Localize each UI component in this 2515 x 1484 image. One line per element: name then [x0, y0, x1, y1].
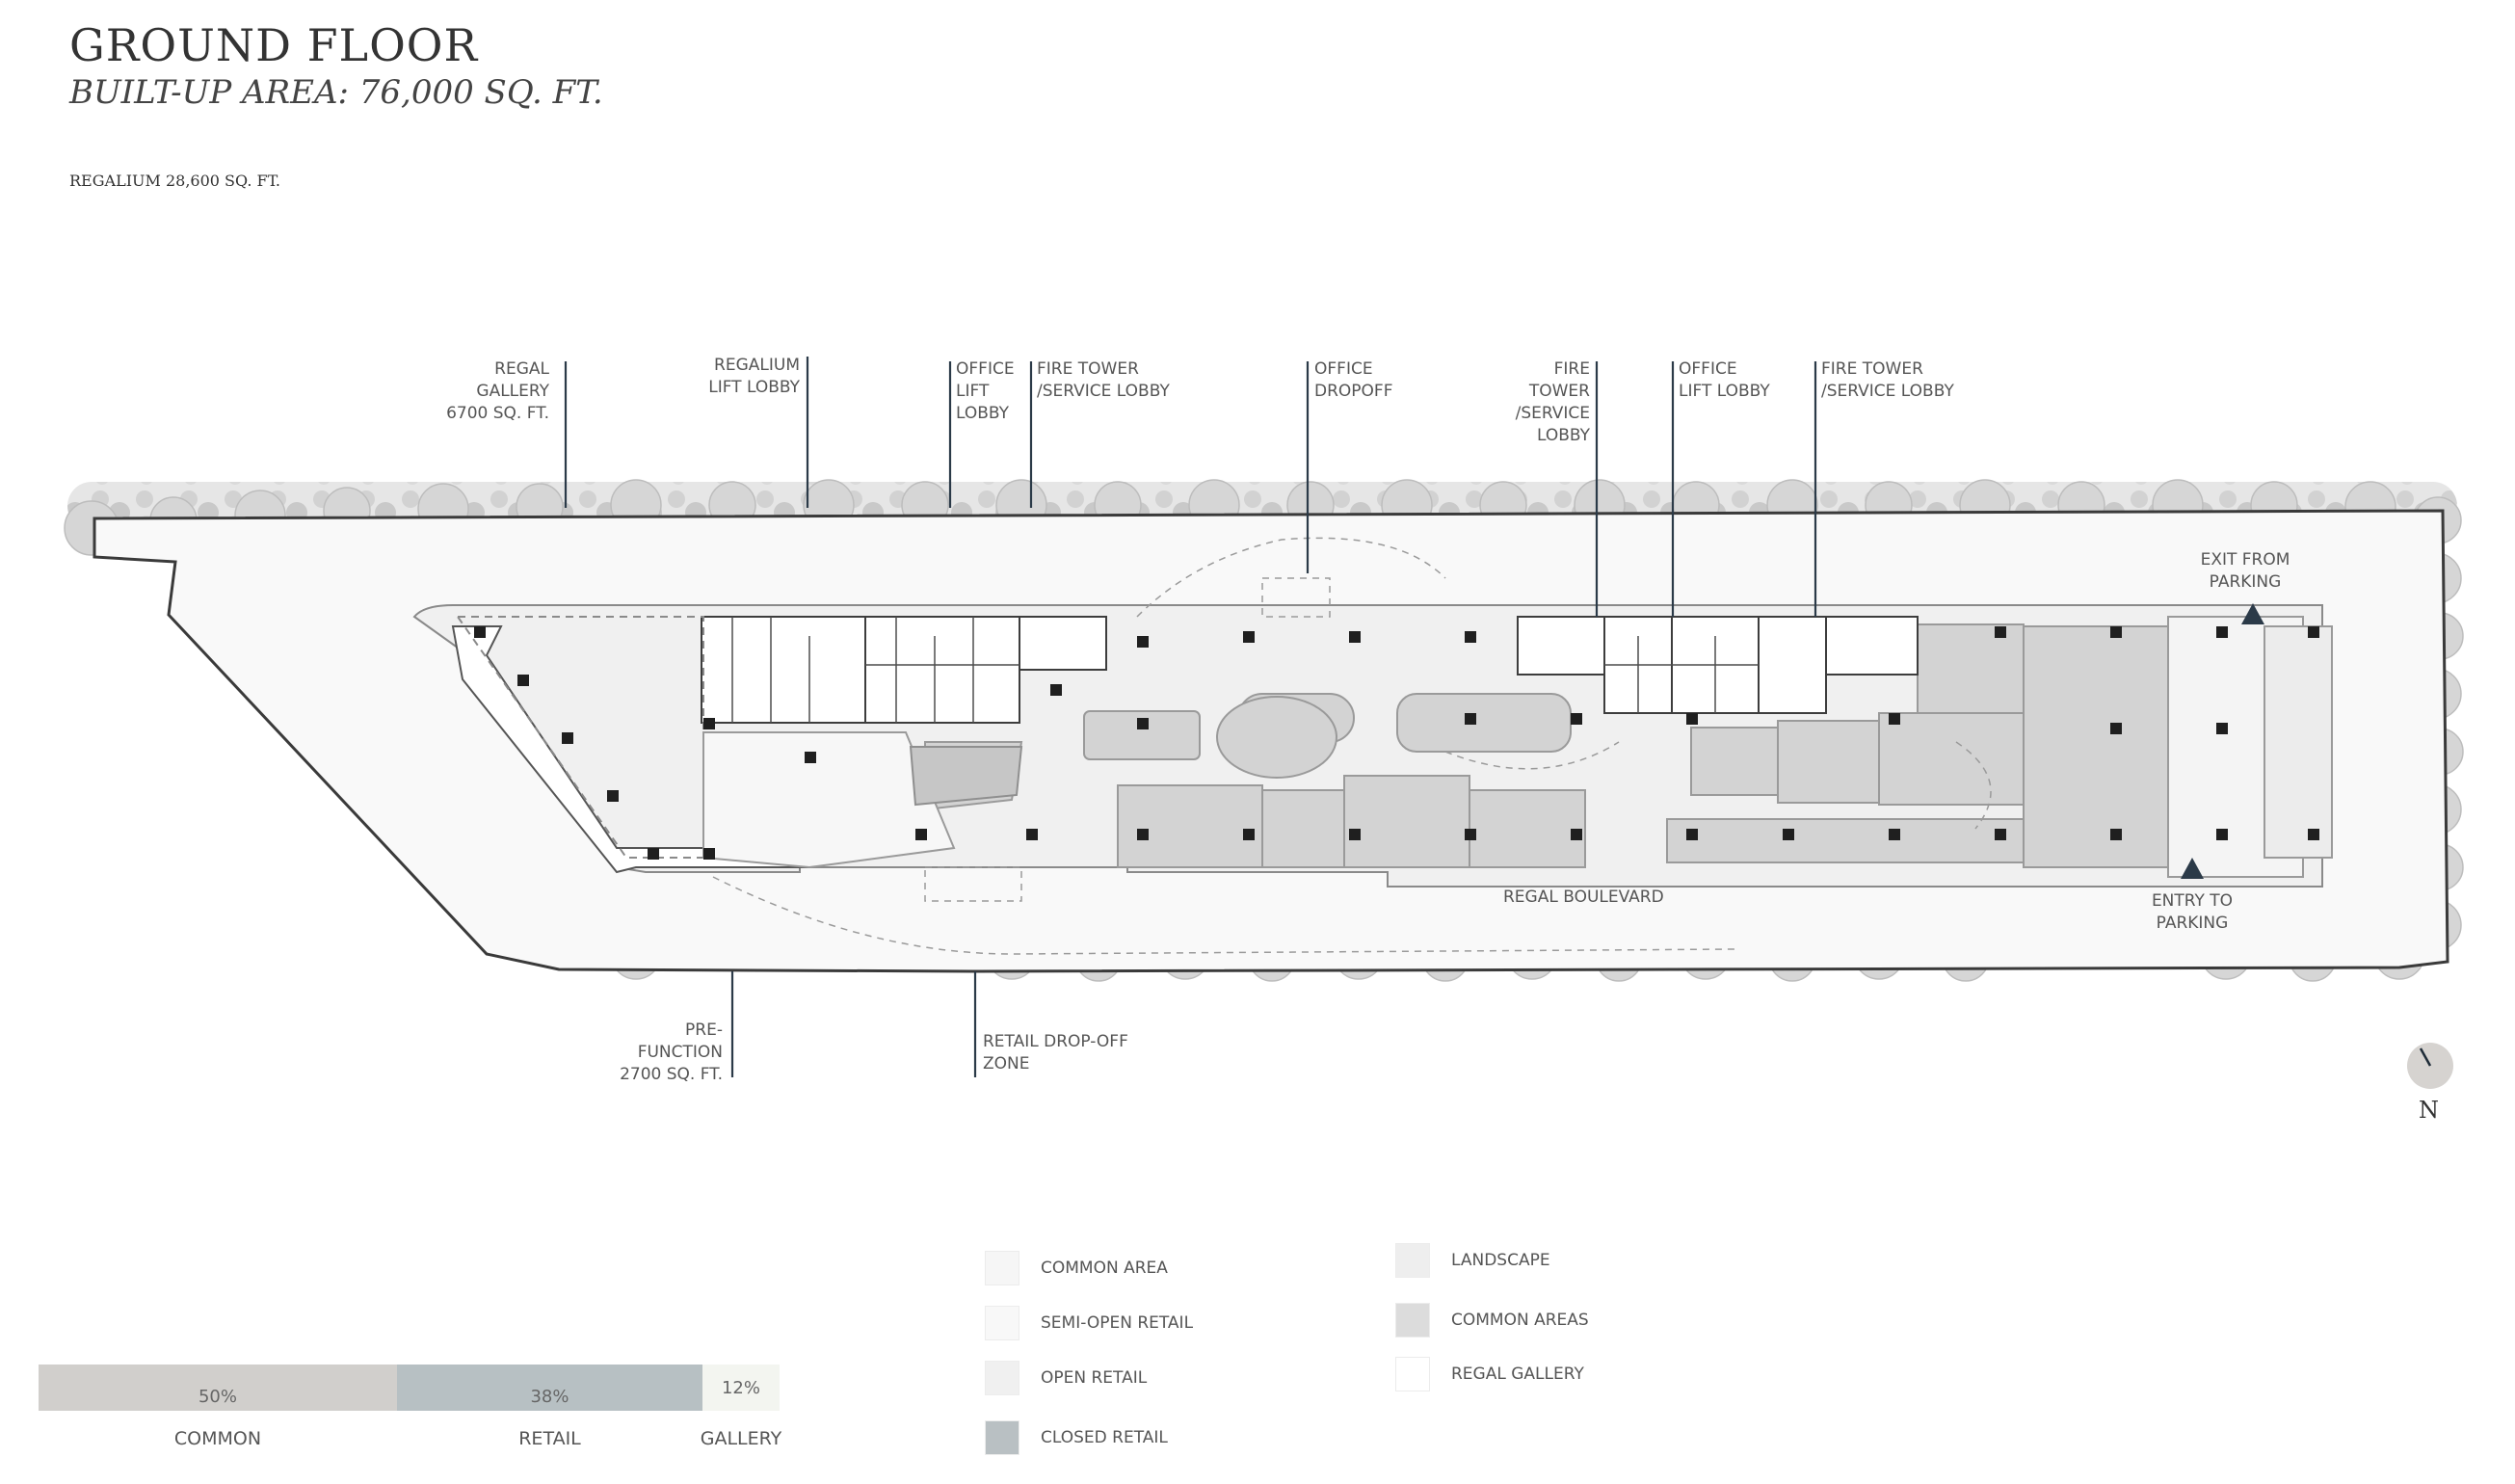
structural-columns — [474, 626, 2319, 860]
area-bar-gallery: 12% — [702, 1365, 780, 1411]
callout-exit-from-parking: EXIT FROM PARKING — [2200, 550, 2290, 592]
built-up-area-subtitle: BUILT-UP AREA: 76,000 SQ. FT. — [69, 73, 603, 112]
legend-label-semi-open-retail: SEMI-OPEN RETAIL — [1041, 1313, 1194, 1333]
legend-label-common-area: COMMON AREA — [1041, 1259, 1168, 1278]
retail-units — [924, 623, 2169, 868]
area-bar-retail: 38% — [397, 1365, 702, 1411]
area-bar-retail-percent: 38% — [530, 1387, 569, 1407]
legend-swatch-common-area — [985, 1251, 1019, 1285]
callout-fire-tower-service-lobby-2: FIRE TOWER /SERVICE LOBBY — [1515, 359, 1590, 445]
area-bar-common: 50% — [39, 1365, 397, 1411]
callout-fire-tower-service-lobby-3: FIRE TOWER /SERVICE LOBBY — [1821, 359, 1954, 401]
legend-item-common-area: COMMON AREA — [985, 1251, 1168, 1285]
callout-pre-function: PRE- FUNCTION 2700 SQ. FT. — [620, 1020, 723, 1084]
legend-label-open-retail: OPEN RETAIL — [1041, 1368, 1148, 1388]
plan-title: GROUND FLOOR — [69, 19, 479, 71]
legend-swatch-open-retail — [985, 1361, 1019, 1395]
legend-swatch-landscape — [1395, 1243, 1430, 1278]
entry-parking-arrow — [2181, 858, 2204, 879]
area-label-common: COMMON — [173, 1428, 262, 1449]
core-partitions — [731, 617, 1759, 723]
callout-fire-tower-service-lobby-1: FIRE TOWER /SERVICE LOBBY — [1037, 359, 1170, 401]
legend-item-open-retail: OPEN RETAIL — [985, 1361, 1147, 1395]
legend-item-regal-gallery: REGAL GALLERY — [1395, 1357, 1584, 1391]
pre-function-area — [702, 731, 956, 869]
callout-regal-gallery: REGAL GALLERY 6700 SQ. FT. — [446, 359, 549, 423]
pre-function-retail — [909, 746, 1023, 807]
callout-retail-drop-off-zone: RETAIL DROP-OFF ZONE — [983, 1032, 1128, 1073]
regalium-area-note: REGALIUM 28,600 SQ. FT. — [69, 172, 280, 190]
callout-leader-lines — [564, 357, 1817, 1077]
callout-office-lift-lobby-2: OFFICE LIFT LOBBY — [1679, 359, 1770, 401]
legend-swatch-common-areas — [1395, 1303, 1430, 1338]
legend-swatch-regal-gallery — [1395, 1357, 1430, 1391]
legend-label-common-areas: COMMON AREAS — [1451, 1311, 1589, 1330]
callout-regalium-lift-lobby: REGALIUM LIFT LOBBY — [708, 356, 800, 397]
legend-item-semi-open-retail: SEMI-OPEN RETAIL — [985, 1306, 1193, 1340]
callout-office-dropoff: OFFICE DROPOFF — [1314, 359, 1393, 401]
circulation-paths — [712, 537, 1992, 955]
callout-office-lift-lobby-1: OFFICE LIFT LOBBY — [956, 359, 1015, 423]
legend-swatch-closed-retail — [985, 1420, 1019, 1455]
area-bar-common-percent: 50% — [198, 1387, 237, 1407]
legend-label-regal-gallery: REGAL GALLERY — [1451, 1365, 1584, 1384]
legend-swatch-semi-open-retail — [985, 1306, 1019, 1340]
area-label-gallery: GALLERY — [700, 1428, 782, 1449]
callout-entry-to-parking: ENTRY TO PARKING — [2151, 891, 2234, 933]
legend-item-landscape: LANDSCAPE — [1395, 1243, 1550, 1278]
parking-core — [2264, 625, 2333, 859]
office-dropoff-island — [1216, 696, 1337, 779]
legend-label-landscape: LANDSCAPE — [1451, 1251, 1550, 1270]
area-bar-gallery-percent: 12% — [721, 1377, 760, 1398]
area-label-retail: RETAIL — [518, 1428, 581, 1449]
compass-needle — [2419, 1047, 2432, 1067]
legend-label-closed-retail: CLOSED RETAIL — [1041, 1428, 1168, 1447]
compass-label: N — [2419, 1097, 2439, 1124]
legend-item-common-areas: COMMON AREAS — [1395, 1303, 1589, 1338]
legend-item-closed-retail: CLOSED RETAIL — [985, 1420, 1168, 1455]
exit-parking-arrow — [2241, 603, 2264, 624]
callout-regal-boulevard: REGAL BOULEVARD — [1503, 888, 1664, 907]
